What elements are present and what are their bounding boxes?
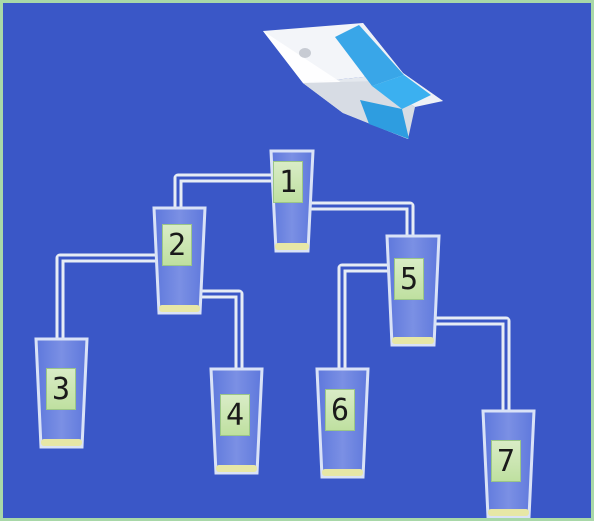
pipe-2-to-3 xyxy=(60,258,158,338)
glass-label-3: 3 xyxy=(46,368,76,410)
pipe-2-to-4 xyxy=(200,294,239,371)
glass-label-5: 5 xyxy=(394,258,424,300)
glass-label-1: 1 xyxy=(273,161,303,203)
pipe-5-to-6 xyxy=(342,268,395,371)
milk-carton-icon xyxy=(263,23,443,139)
glass-label-6: 6 xyxy=(325,389,355,431)
pipe-5-to-7 xyxy=(426,321,506,413)
glass-label-2: 2 xyxy=(162,224,192,266)
glass-label-4: 4 xyxy=(220,394,250,436)
glass-label-7: 7 xyxy=(491,440,521,482)
